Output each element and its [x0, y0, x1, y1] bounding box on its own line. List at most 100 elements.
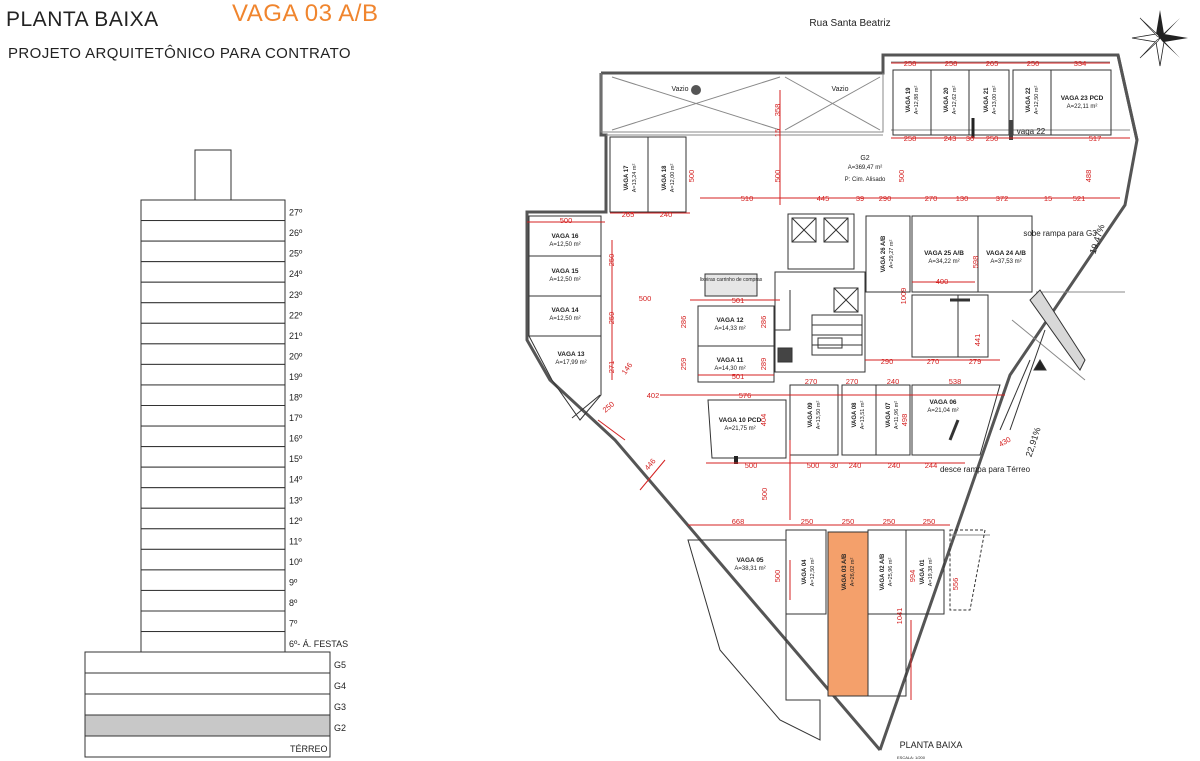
floor-label: 27º: [289, 208, 303, 218]
dimension-d259: 259: [607, 312, 616, 325]
stall-name-v17: VAGA 17: [624, 165, 630, 191]
dimension-d240c: 240: [887, 377, 900, 386]
dimension-d500m: 500: [639, 294, 652, 303]
stall-name-v22: VAGA 22: [1026, 87, 1032, 113]
dimension-d1041: 1041: [895, 608, 904, 625]
stall-area-v20: A=12,62 m²: [952, 86, 958, 115]
dimension-d372: 372: [996, 194, 1009, 203]
rooftop-block: [194, 149, 232, 201]
stall-name-v20: VAGA 20: [944, 87, 950, 113]
stalls-17-18: [609, 136, 687, 213]
dimension-d250g: 250: [883, 517, 896, 526]
stall-name-v19: VAGA 19: [906, 87, 912, 113]
stall-area-v15: A=12,50 m²: [549, 277, 580, 283]
stall-area-v06: A=21,04 m²: [927, 408, 958, 414]
podium-label: G2: [334, 723, 346, 733]
dimension-d1009: 1009: [899, 288, 908, 305]
stall-area-v26: A=29,27 m²: [889, 240, 895, 269]
stall-name-v24: VAGA 24 A/B: [986, 250, 1026, 257]
dimension-d500d: 500: [897, 170, 906, 183]
dimension-d15b: 15: [1044, 194, 1052, 203]
stall-name-v08: VAGA 08: [852, 402, 858, 428]
stall-area-v01: A=19,38 m²: [928, 558, 934, 587]
core: [774, 213, 866, 373]
stall-area-v18: A=12,00 m²: [670, 164, 676, 193]
floor-label: 21º: [289, 331, 303, 341]
dimension-d498: 498: [900, 414, 909, 427]
stall-name-v03: VAGA 03 A/B: [842, 553, 848, 590]
stall-name-v06: VAGA 06: [929, 399, 956, 406]
ramp-down-label: desce rampa para Térreo: [940, 465, 1031, 474]
dimension-d334: 334: [1074, 59, 1087, 68]
floor-label: 7º: [289, 619, 298, 629]
dimension-d258a: 258: [904, 59, 917, 68]
floor-label: 15º: [289, 454, 303, 464]
center-stalls: [789, 384, 1001, 456]
middle-stalls: [697, 305, 787, 459]
floor-label: 20º: [289, 351, 303, 361]
stall-name-v15: VAGA 15: [551, 268, 578, 275]
stall-area-v22: A=12,50 m²: [1034, 86, 1040, 115]
dimension-d446: 446: [643, 457, 658, 472]
ramp: [999, 289, 1086, 431]
dimension-d500h: 500: [773, 570, 782, 583]
stall-name-v23: VAGA 23 PCD: [1061, 95, 1104, 102]
stall-area-v23: A=22,11 m²: [1067, 104, 1098, 110]
floor-label: 23º: [289, 290, 303, 300]
dimension-d500f: 500: [807, 461, 820, 470]
dimension-d258c: 258: [904, 134, 917, 143]
dimension-d404: 404: [759, 414, 768, 427]
stall-area-v25: A=34,22 m²: [928, 259, 959, 265]
g2-name: G2: [860, 155, 869, 162]
stall-area-v24: A=37,53 m²: [990, 259, 1021, 265]
dimension-d501a: 501: [732, 296, 745, 305]
dimension-d250e: 250: [801, 517, 814, 526]
floor-label: 26º: [289, 228, 303, 238]
dimension-d270: 270: [925, 194, 938, 203]
podium-label: G4: [334, 681, 346, 691]
stall-name-v04: VAGA 04: [802, 559, 808, 585]
selected-space-title: VAGA 03 A/B: [232, 0, 379, 27]
dimension-d430: 430: [997, 435, 1012, 449]
floor-label: 25º: [289, 249, 303, 259]
dimension-d265l: 265: [622, 210, 635, 219]
podium-level-4[interactable]: [84, 735, 331, 758]
highlighted-stall-v03[interactable]: [827, 531, 869, 697]
dimension-d279: 279: [969, 357, 982, 366]
g2-area: A=369,47 m²: [848, 165, 883, 171]
dimension-d289: 289: [759, 358, 768, 371]
compass-icon: [1131, 10, 1188, 67]
floor-label: 17º: [289, 413, 303, 423]
dimension-d400: 400: [936, 277, 949, 286]
dimension-d286b: 286: [759, 316, 768, 329]
stall-name-v14: VAGA 14: [551, 307, 578, 314]
floor-label: 18º: [289, 393, 303, 403]
dimension-d668: 668: [732, 517, 745, 526]
stall-name-v26: VAGA 26 A/B: [881, 235, 887, 272]
stall-area-v16: A=12,50 m²: [549, 242, 580, 248]
floor-label: 8º: [289, 598, 298, 608]
stall-area-v04: A=12,50 m²: [810, 558, 816, 587]
dimension-d146: 146: [620, 361, 635, 376]
stall-area-v17: A=13,24 m²: [632, 164, 638, 193]
ramp-slope-up: 19,47%: [1088, 223, 1107, 255]
stall-area-v21: A=13,00 m²: [992, 86, 998, 115]
podium-label: G3: [334, 702, 346, 712]
dimension-d500e: 500: [745, 461, 758, 470]
vazio-marker: [691, 85, 701, 95]
plan-scale: ESCALA: 1/200: [897, 755, 926, 760]
stall-name-v21: VAGA 21: [984, 87, 990, 113]
dimension-d500c: 500: [773, 170, 782, 183]
dimension-d250f: 250: [842, 517, 855, 526]
dimension-d270b: 270: [927, 357, 940, 366]
dimension-d30: 30: [830, 461, 838, 470]
dimension-d556: 556: [951, 578, 960, 591]
ramp-up-label: sobe rampa para G3: [1023, 229, 1097, 238]
stall-name-v09: VAGA 09: [808, 402, 814, 428]
dimension-d501b: 501: [732, 372, 745, 381]
dimension-d510: 510: [741, 194, 754, 203]
dimension-d576: 576: [739, 391, 752, 400]
